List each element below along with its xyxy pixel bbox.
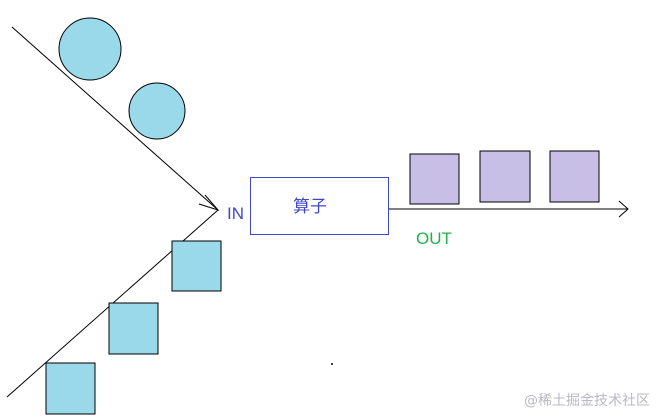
input-square-3 — [45, 362, 96, 415]
circle-input-line — [11, 26, 219, 211]
input-label: IN — [227, 204, 244, 223]
input-square-1 — [171, 240, 222, 292]
output-arrowhead — [618, 200, 629, 218]
watermark: @稀土掘金技术社区 — [524, 393, 650, 409]
operator-box: 算子 — [250, 177, 389, 235]
output-square-1 — [409, 153, 460, 205]
input-circle-1 — [58, 17, 122, 81]
output-square-3 — [549, 150, 600, 203]
operator-label: 算子 — [293, 197, 327, 217]
input-circle-2 — [128, 82, 186, 140]
output-label: OUT — [416, 229, 452, 248]
output-square-2 — [479, 150, 531, 203]
input-square-2 — [108, 302, 159, 355]
stray-dot — [331, 363, 333, 365]
